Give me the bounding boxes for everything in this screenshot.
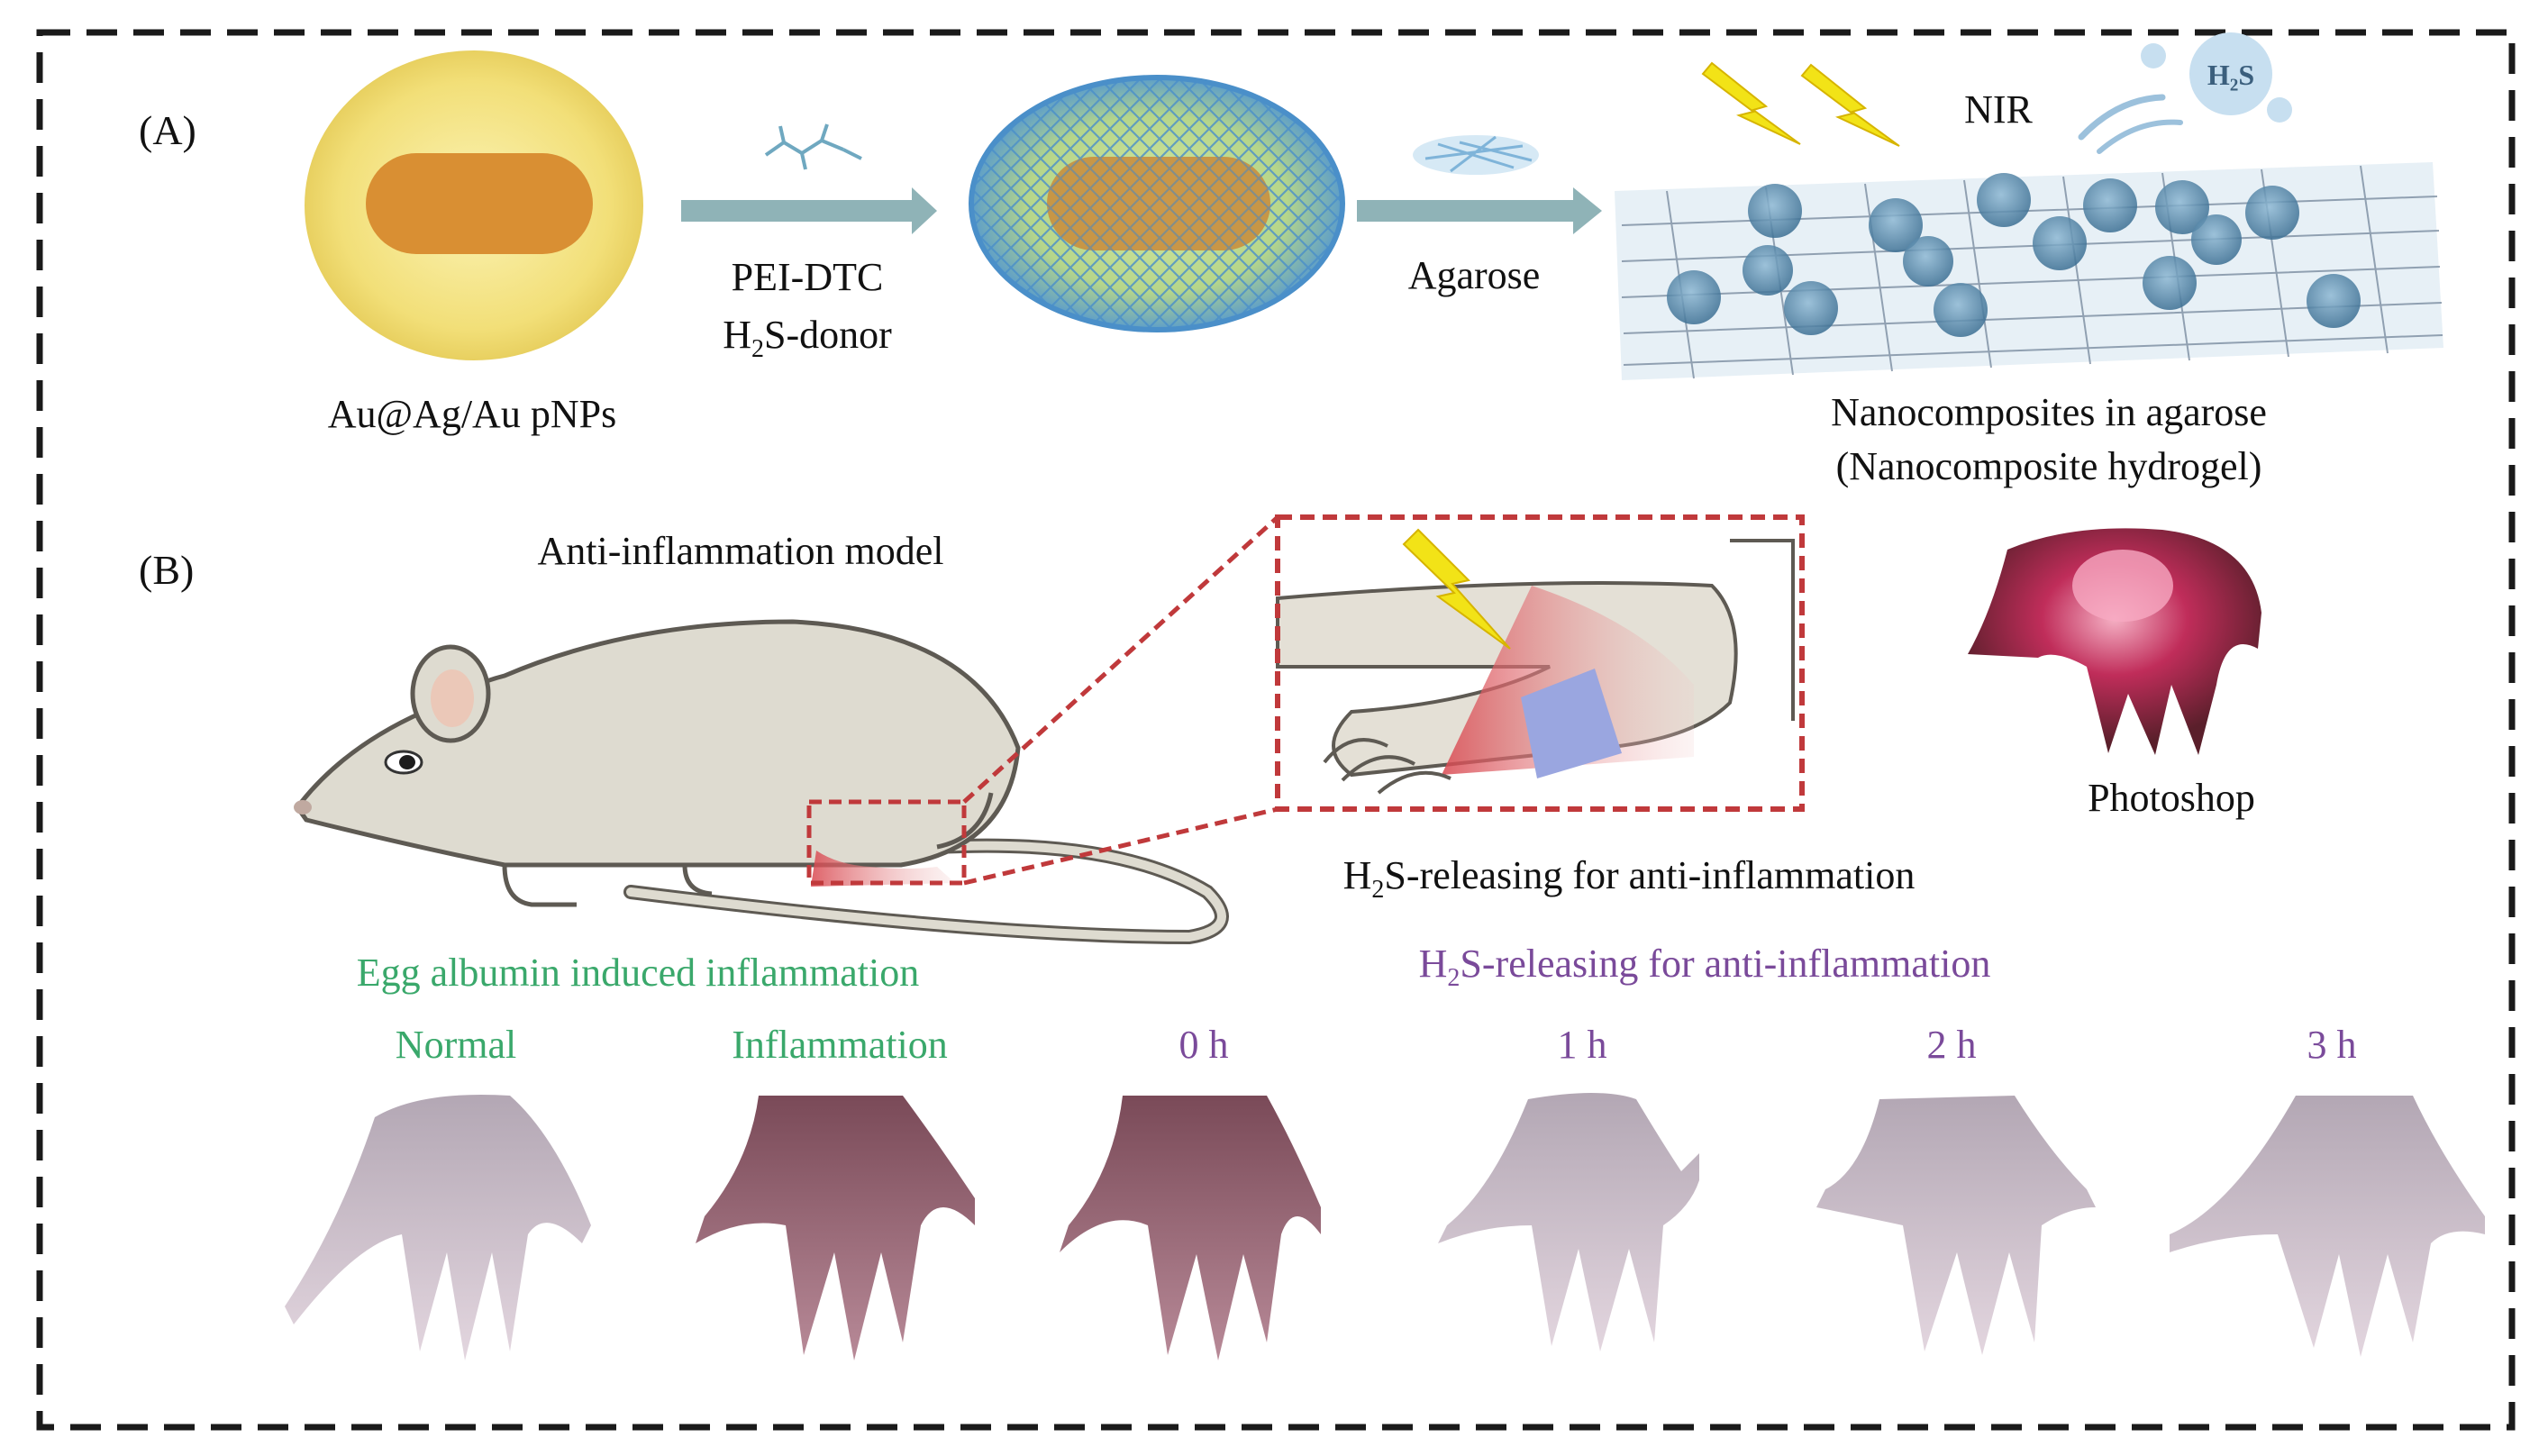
inset-lightning-icon: [1402, 528, 1511, 650]
paw-inset: [1275, 514, 1805, 812]
agarose-fiber-icon: [1413, 135, 1539, 175]
paw-label-2: 0 h: [1179, 1023, 1229, 1067]
panel-a-label: (A): [139, 107, 196, 153]
step1-label-line2: H2S-donor: [723, 313, 892, 363]
paw-label-3: 1 h: [1558, 1023, 1607, 1067]
inset-caption: H2S-releasing for anti-inflammation: [1343, 853, 1916, 904]
group-label-h2s-release: H2S-releasing for anti-inflammation: [1419, 942, 1991, 992]
coated-particle: [969, 75, 1345, 332]
paw-photo-0: [285, 1095, 591, 1360]
zoom-connector-lines: [962, 515, 1279, 886]
paw-label-1: Inflammation: [732, 1023, 948, 1067]
panel-b-label: (B): [139, 547, 194, 593]
hydrogel-label-line1: Nanocomposites in agarose: [1831, 390, 2267, 434]
paw-photo-3: [1438, 1093, 1699, 1351]
paw-photo-row: Normal Inflammation 0 h 1 h 2 h 3 h: [285, 1023, 2485, 1360]
hydrogel-illustration: [1615, 162, 2443, 380]
au-ag-particle: [305, 50, 643, 360]
pei-dtc-molecule-icon: [764, 123, 862, 170]
h2s-release-icon: H₂S: [2078, 32, 2292, 154]
h2s-bubble-label: H₂S: [2207, 59, 2254, 91]
paw-photo-4: [1816, 1096, 2096, 1355]
paw-label-5: 3 h: [2307, 1023, 2357, 1067]
rat-illustration: [294, 619, 1229, 945]
group-label-egg-albumin: Egg albumin induced inflammation: [357, 951, 919, 995]
step2-arrow: [1357, 187, 1602, 234]
paw-photo-5: [2170, 1096, 2485, 1357]
step2-label: Agarose: [1408, 253, 1541, 297]
paw-label-4: 2 h: [1927, 1023, 1977, 1067]
treated-paw-photo: [1968, 528, 2261, 755]
paw-photo-1: [696, 1096, 975, 1360]
step1-arrow: [681, 187, 937, 234]
particle-label: Au@Ag/Au pNPs: [328, 392, 616, 436]
hydrogel-label-line2: (Nanocomposite hydrogel): [1836, 444, 2262, 488]
paw-photo-2: [1060, 1096, 1321, 1360]
step1-label-line1: PEI-DTC: [732, 255, 884, 299]
paw-label-0: Normal: [396, 1023, 516, 1067]
model-title: Anti-inflammation model: [538, 529, 944, 573]
nir-lightning-icon: [1701, 61, 1900, 147]
photo-caption: Photoshop: [2088, 776, 2255, 820]
dashed-frame: [36, 29, 2516, 1431]
nir-label: NIR: [1964, 87, 2033, 132]
